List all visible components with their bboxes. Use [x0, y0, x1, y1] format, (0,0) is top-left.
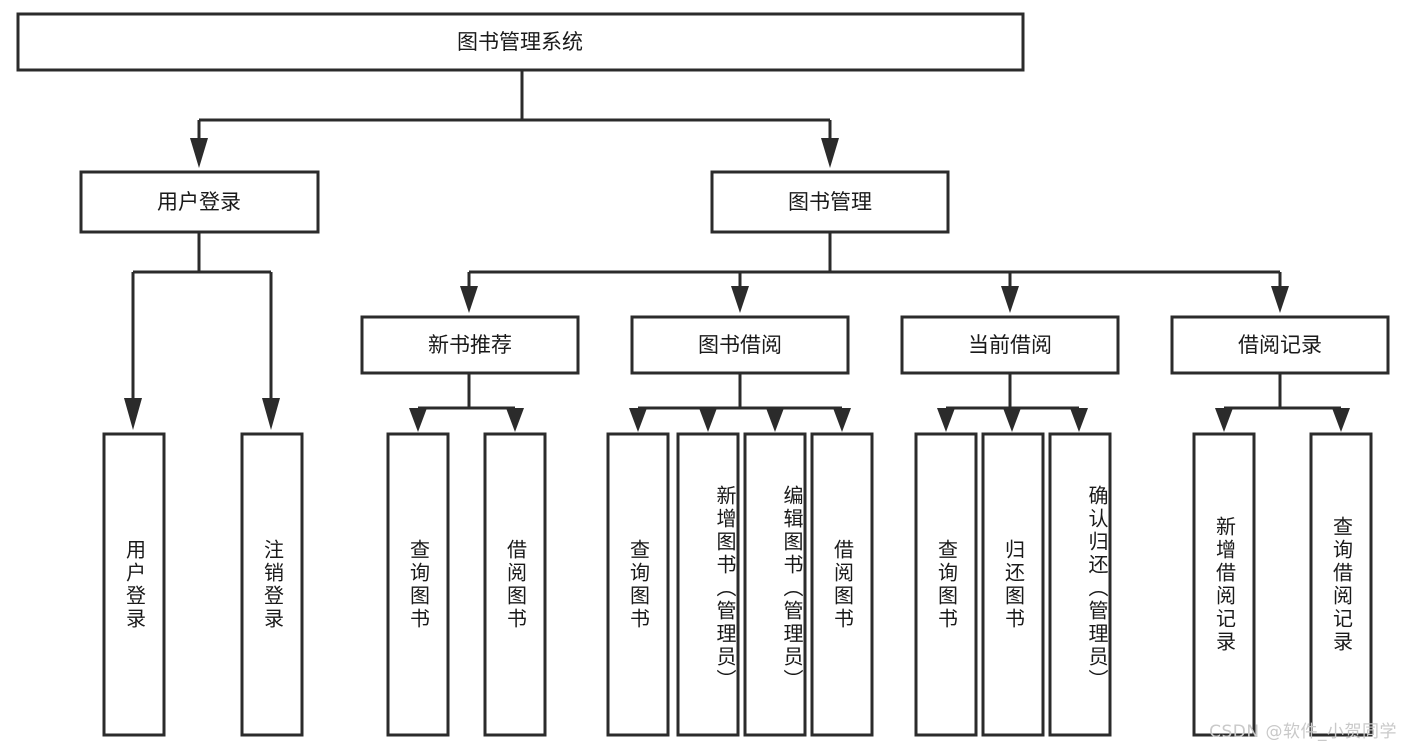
- connector-group-new-book-recommend: [409, 373, 524, 432]
- node-book-borrow-box[interactable]: [630, 315, 850, 375]
- leaf-boxes: [102, 432, 1373, 737]
- arrow-to-leaf-user-login: [124, 398, 142, 430]
- node-borrow-record-box[interactable]: [1170, 315, 1390, 375]
- node-book-manage-label: 图书管理: [788, 190, 872, 214]
- node-user-login[interactable]: 用户登录: [79, 170, 320, 234]
- arrow-to-leaf-return-book: [1003, 408, 1021, 432]
- node-book-borrow-label: 图书借阅: [698, 333, 782, 357]
- node-current-borrow-label: 当前借阅: [968, 333, 1052, 357]
- leaf-return-book-box[interactable]: [981, 432, 1045, 737]
- connector-group-book-manage: [460, 232, 1289, 313]
- leaf-add-book-box[interactable]: [676, 432, 740, 737]
- node-book-manage[interactable]: 图书管理: [710, 170, 950, 234]
- arrow-to-leaf-query-book-3: [937, 408, 955, 432]
- connector-group-book-borrow: [629, 373, 851, 432]
- leaf-query-record-box[interactable]: [1309, 432, 1373, 737]
- arrow-to-leaf-borrow-book-1: [506, 408, 524, 432]
- leaf-user-login-box[interactable]: [102, 432, 166, 737]
- arrow-to-leaf-query-book-1: [409, 408, 427, 432]
- node-current-borrow[interactable]: 当前借阅: [900, 315, 1120, 375]
- node-new-book-recommend[interactable]: 新书推荐: [360, 315, 580, 375]
- arrow-to-book-manage: [821, 138, 839, 168]
- leaf-query-book-3-box[interactable]: [914, 432, 978, 737]
- csdn-watermark: CSDN @软件_小贺同学: [1209, 722, 1397, 742]
- arrow-to-new-book-recommend: [460, 286, 478, 313]
- node-borrow-record-label: 借阅记录: [1238, 333, 1322, 357]
- leaf-query-book-1-box[interactable]: [386, 432, 450, 737]
- leaf-edit-book-box[interactable]: [743, 432, 807, 737]
- arrow-to-leaf-add-record: [1215, 408, 1233, 432]
- arrow-to-borrow-record: [1271, 286, 1289, 313]
- node-borrow-record[interactable]: 借阅记录: [1170, 315, 1390, 375]
- node-current-borrow-box[interactable]: [900, 315, 1120, 375]
- connector-group-borrow-record: [1215, 373, 1350, 432]
- node-book-manage-box[interactable]: [710, 170, 950, 234]
- arrow-to-leaf-query-record: [1332, 408, 1350, 432]
- node-root[interactable]: 图书管理系统: [16, 12, 1025, 72]
- node-root-label: 图书管理系统: [457, 30, 583, 54]
- arrow-to-user-login: [190, 138, 208, 168]
- leaf-logout-login-box[interactable]: [240, 432, 304, 737]
- leaf-confirm-return-box[interactable]: [1048, 432, 1112, 737]
- node-user-login-box[interactable]: [79, 170, 320, 234]
- arrow-to-current-borrow: [1001, 286, 1019, 313]
- connector-group-current-borrow: [937, 373, 1088, 432]
- connector-group-user-login: [124, 232, 280, 430]
- arrow-to-book-borrow: [731, 286, 749, 313]
- leaf-query-book-2-box[interactable]: [606, 432, 670, 737]
- leaf-add-record-box[interactable]: [1192, 432, 1256, 737]
- connector-group-root: [190, 70, 839, 168]
- node-book-borrow[interactable]: 图书借阅: [630, 315, 850, 375]
- node-new-book-recommend-box[interactable]: [360, 315, 580, 375]
- leaf-borrow-book-2-box[interactable]: [810, 432, 874, 737]
- arrow-to-leaf-logout-login: [262, 398, 280, 430]
- leaf-borrow-book-1-box[interactable]: [483, 432, 547, 737]
- node-new-book-recommend-label: 新书推荐: [428, 333, 512, 357]
- arrow-to-leaf-borrow-book-2: [833, 408, 851, 432]
- arrow-to-leaf-confirm-return: [1070, 408, 1088, 432]
- arrow-to-leaf-query-book-2: [629, 408, 647, 432]
- arrow-to-leaf-add-book: [699, 408, 717, 432]
- arrow-to-leaf-edit-book: [766, 408, 784, 432]
- node-user-login-label: 用户登录: [157, 190, 241, 214]
- node-root-box[interactable]: [16, 12, 1025, 72]
